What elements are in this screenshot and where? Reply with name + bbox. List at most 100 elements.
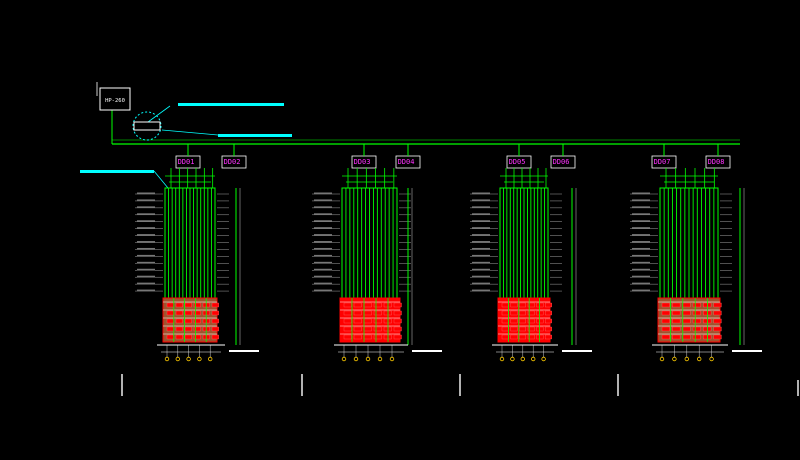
podium-window bbox=[175, 302, 183, 308]
floor-label-text bbox=[472, 234, 490, 236]
floor-label-text bbox=[632, 261, 650, 264]
podium-window bbox=[193, 334, 201, 340]
floor-label-text bbox=[137, 234, 155, 236]
floor-label-text bbox=[314, 234, 332, 236]
podium-window bbox=[373, 334, 382, 340]
scale-bar bbox=[412, 350, 442, 352]
scale-bar bbox=[732, 350, 762, 352]
podium-window bbox=[211, 318, 219, 324]
podium-window bbox=[193, 326, 201, 332]
podium-window bbox=[661, 334, 670, 340]
floor-label-text bbox=[472, 254, 490, 257]
podium-window bbox=[510, 302, 518, 308]
podium-window bbox=[166, 326, 174, 332]
podium-window bbox=[363, 302, 372, 308]
podium-window bbox=[672, 302, 681, 308]
podium-window bbox=[343, 302, 352, 308]
podium-window bbox=[175, 318, 183, 324]
floor-label-text bbox=[472, 220, 490, 222]
podium-window bbox=[510, 326, 518, 332]
podium-window bbox=[175, 326, 183, 332]
podium-window bbox=[682, 310, 691, 316]
podium-window bbox=[661, 302, 670, 308]
footing-marker bbox=[684, 356, 689, 362]
podium-window bbox=[527, 326, 535, 332]
footing-marker bbox=[510, 356, 515, 362]
podium-window bbox=[343, 310, 352, 316]
podium-window bbox=[672, 326, 681, 332]
footing-marker bbox=[531, 356, 536, 362]
floor-label-text bbox=[137, 199, 155, 202]
footing-marker bbox=[164, 356, 170, 362]
floor-label-text bbox=[472, 289, 490, 292]
floor-label-text bbox=[137, 241, 155, 243]
floor-label-text bbox=[314, 247, 332, 250]
podium-window bbox=[713, 310, 722, 316]
floor-label-text bbox=[632, 254, 650, 257]
podium-window bbox=[672, 334, 681, 340]
podium-window bbox=[692, 334, 701, 340]
footing-marker bbox=[499, 356, 505, 362]
floor-label-text bbox=[632, 192, 650, 195]
podium-window bbox=[527, 318, 535, 324]
floor-label-text bbox=[632, 241, 650, 243]
floor-label-text bbox=[137, 227, 155, 229]
podium-window bbox=[393, 302, 402, 308]
footing-marker bbox=[207, 356, 213, 362]
podium-window bbox=[363, 326, 372, 332]
floor-label-text bbox=[632, 234, 650, 236]
footing-marker bbox=[353, 356, 359, 362]
unit-label: DD03 bbox=[354, 158, 371, 166]
floor-label-text bbox=[137, 261, 155, 264]
podium-window bbox=[193, 310, 201, 316]
unit-labels: DD01 DD02 DD03 DD04 DD05 DD06 DD07 DD08 bbox=[178, 158, 725, 166]
podium-window bbox=[184, 318, 192, 324]
leader-bar bbox=[218, 134, 292, 137]
floor-label-text bbox=[137, 247, 155, 250]
floor-label-text bbox=[137, 206, 155, 208]
podium-window bbox=[343, 326, 352, 332]
podium-window bbox=[353, 326, 362, 332]
podium-window bbox=[363, 334, 372, 340]
podium-window bbox=[363, 318, 372, 324]
podium-window bbox=[545, 318, 552, 324]
podium-window bbox=[211, 310, 219, 316]
floor-label-text bbox=[137, 282, 155, 285]
floor-label-text bbox=[314, 282, 332, 285]
footing-marker bbox=[365, 356, 371, 362]
switch-box bbox=[133, 121, 161, 131]
floor-label-text bbox=[632, 268, 650, 271]
podium-window bbox=[545, 334, 552, 340]
floor-label-text bbox=[632, 220, 650, 222]
podium-window bbox=[353, 334, 362, 340]
podium-window bbox=[527, 302, 535, 308]
leader-line bbox=[147, 105, 171, 123]
podium-window bbox=[166, 334, 174, 340]
podium-window bbox=[166, 310, 174, 316]
floor-label-text bbox=[632, 213, 650, 215]
floor-label-text bbox=[314, 241, 332, 243]
footing-marker bbox=[186, 356, 191, 362]
floor-label-text bbox=[314, 227, 332, 229]
floor-label-text bbox=[472, 261, 490, 264]
floor-label-text bbox=[472, 192, 490, 195]
podium-window bbox=[527, 334, 535, 340]
floor-label-text bbox=[472, 241, 490, 243]
podium-window bbox=[184, 326, 192, 332]
floor-label-text bbox=[632, 289, 650, 292]
floor-label-text bbox=[314, 289, 332, 292]
podium-window bbox=[682, 318, 691, 324]
footing-marker bbox=[541, 356, 546, 362]
podium-window bbox=[672, 310, 681, 316]
floor-label-text bbox=[472, 282, 490, 285]
podium-window bbox=[175, 334, 183, 340]
podium-window bbox=[343, 334, 352, 340]
podium-window bbox=[501, 310, 509, 316]
podium-window bbox=[211, 334, 219, 340]
podium-window bbox=[692, 318, 701, 324]
podium-window bbox=[545, 310, 552, 316]
floor-label-text bbox=[314, 213, 332, 215]
podium-window bbox=[363, 310, 372, 316]
unit-label: DD06 bbox=[553, 158, 570, 166]
